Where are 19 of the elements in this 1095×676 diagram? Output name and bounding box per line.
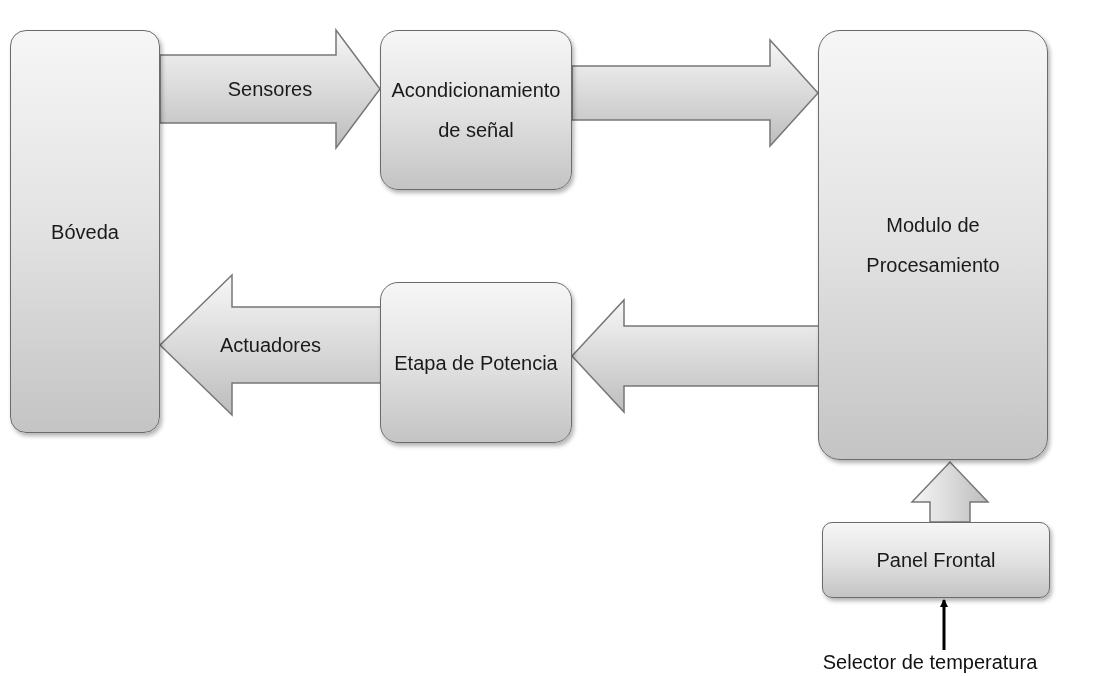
box-label: Acondicionamiento de señal [391, 78, 561, 143]
box-label: Etapa de Potencia [394, 350, 558, 376]
block-arrow [910, 460, 990, 523]
box-label: Panel Frontal [876, 548, 996, 573]
input-label: Selector de temperatura [775, 650, 1085, 674]
edge-label: Sensores [227, 77, 313, 101]
block-arrow [571, 38, 819, 148]
process-box [380, 30, 572, 190]
arrow [940, 599, 948, 650]
process-box [10, 30, 160, 433]
box-label: Modulo de Procesamiento [865, 213, 1001, 278]
block-arrow [570, 298, 820, 414]
edge-label: Actuadores [219, 333, 322, 357]
block-arrow [158, 273, 382, 417]
box-label: Bóveda [51, 219, 119, 245]
block-arrow [159, 27, 381, 151]
process-box [822, 522, 1050, 598]
process-box [380, 282, 572, 443]
process-box [818, 30, 1048, 460]
